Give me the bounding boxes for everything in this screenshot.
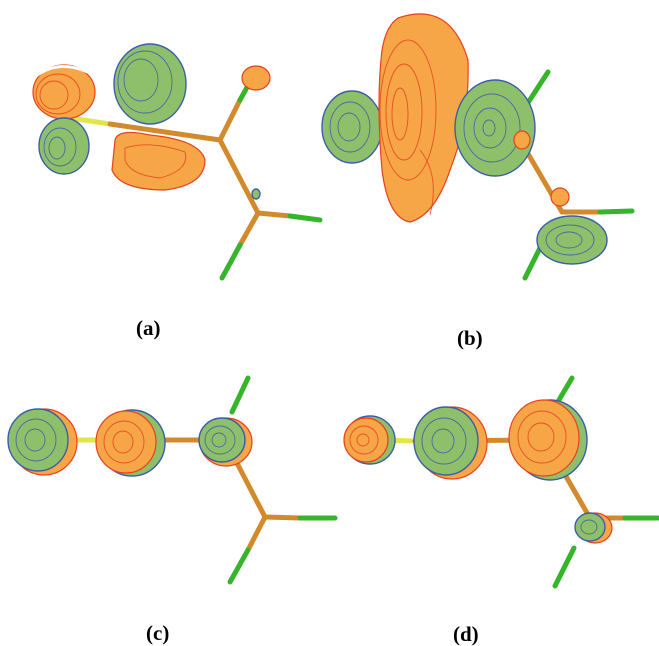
panel-a-bond-backbone [107,121,223,143]
panel-a-bond-up [217,97,243,143]
panel-label-a: (a) [136,316,161,340]
panel-a-lobe-top-left [32,64,96,120]
panel-a-lobe-small-top [241,65,271,91]
panel-b-lobe-small-middle [550,187,570,207]
panel-b-molecule [321,13,635,281]
panel-b-lobe-right [454,79,536,177]
panel-b-lobe-bottom [536,215,608,265]
panel-c-bond-lower-terminal [227,547,251,585]
panel-a-bond-lower-terminal [219,242,243,281]
panel-a-lobe-bottom-middle [111,131,206,191]
panel-a-bond-special [67,115,113,127]
panel-c-lobe-2 [95,409,166,477]
panel-c-lobe-3 [198,417,253,467]
panel-d-lobe-1 [343,415,396,465]
panel-label-d: (d) [453,622,479,646]
panel-a-bond-down [217,137,261,216]
panel-d-lobe-4 [574,512,613,544]
panel-a-lobe-bottom-left [38,117,90,175]
panel-b-lobe-left [321,90,383,164]
panel-c-lobe-1 [7,408,78,476]
panel-a-bond-lower [237,210,261,248]
panel-b-lobe-small-upper [513,130,531,150]
panel-label-b: (b) [457,326,483,350]
panel-c-bond-up [229,375,251,415]
panel-b-lobe-tall [378,13,469,223]
panel-d-molecule [343,375,659,589]
panel-d-lobe-2 [413,406,488,480]
panel-a-bond-right-terminal [287,213,323,223]
panel-a-lobe-top-middle [113,43,187,125]
panel-c-bond-right [262,514,303,521]
panel-d-bond-lower-terminal [552,545,577,589]
panel-b-bond-lower-terminal [522,245,543,281]
panel-b-bond-right-terminal [597,208,635,215]
panel-c-molecule [7,375,338,585]
panel-a-bond-right [255,210,293,219]
panel-a-molecule [32,43,323,281]
panel-a-lobe-small-node [251,188,261,200]
panel-d-lobe-3 [508,399,588,481]
panel-c-bond-lower [245,514,268,553]
panel-label-c: (c) [146,621,170,645]
